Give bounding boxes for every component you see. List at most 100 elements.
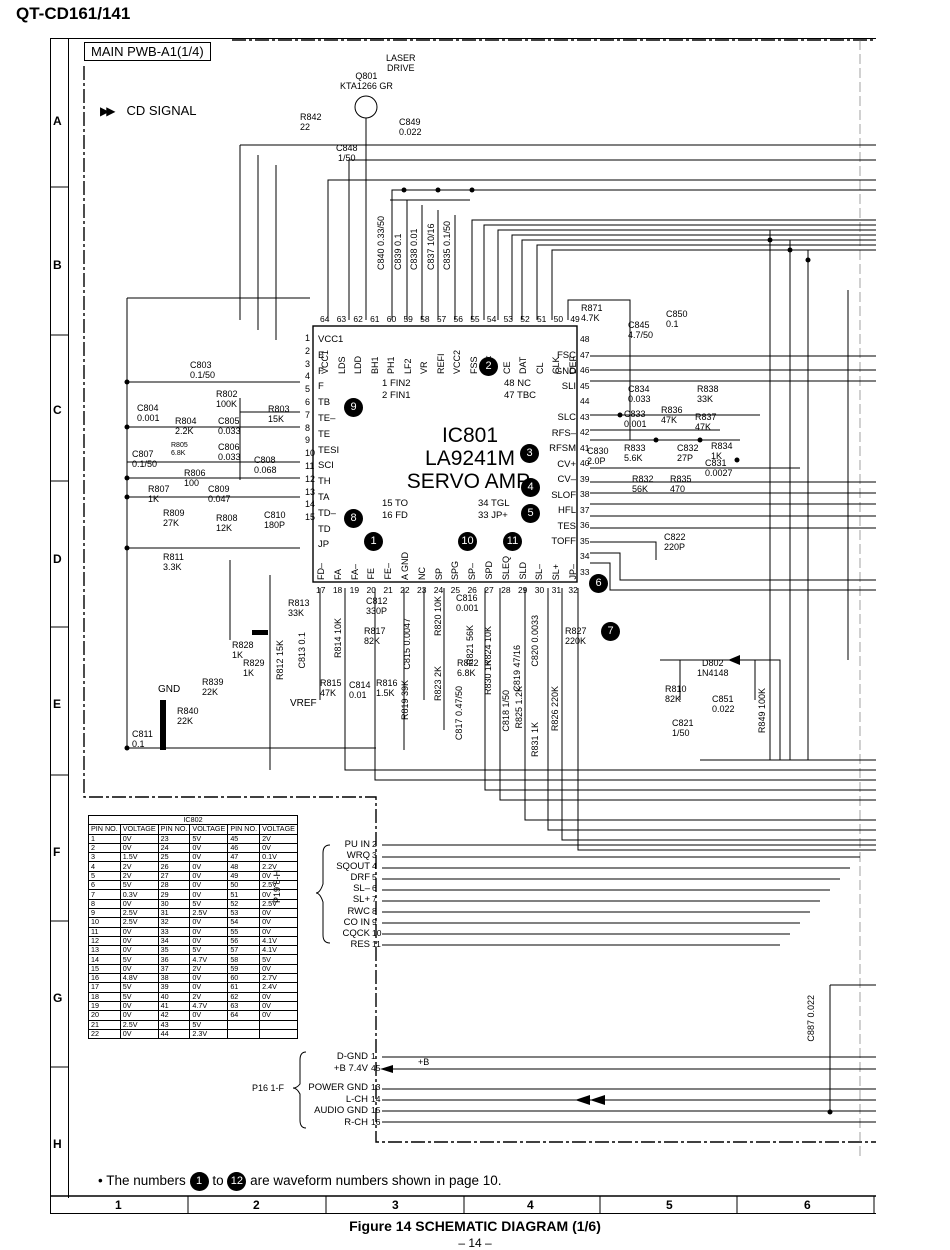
c816-ref: C816 xyxy=(456,593,478,603)
c845-ref: C845 xyxy=(628,320,650,330)
r825-ref: R825 xyxy=(514,707,524,729)
col-number-3: 3 xyxy=(392,1198,399,1212)
row-letter-d: D xyxy=(53,552,62,566)
connector-p19-name: P19 8-H xyxy=(272,870,282,904)
table-cell: 49 xyxy=(227,870,261,882)
c887-value: 0.022 xyxy=(806,995,816,1018)
pin-num: 49 xyxy=(570,314,580,324)
ic-part-number: LA9241M xyxy=(425,447,515,470)
p16-pin-num: 1 xyxy=(371,1051,376,1061)
p19-pin-num: 6 xyxy=(372,883,377,894)
waveform-marker-11: 11 xyxy=(503,532,522,551)
table-cell xyxy=(259,1019,298,1030)
c848-value: 1/50 xyxy=(337,153,356,163)
table-cell: 4.7V xyxy=(189,954,229,965)
waveform-marker-2: 2 xyxy=(479,357,498,376)
c805-ref: C805 xyxy=(218,416,240,426)
r806-ref: R806 xyxy=(184,468,206,478)
pin-num: 64 xyxy=(320,314,330,324)
p19-pin-name: SL– xyxy=(353,883,370,895)
table-cell: 7 xyxy=(88,889,121,900)
inner-pin-name: FD xyxy=(395,510,408,521)
r840-value: 22K xyxy=(177,716,194,726)
pin-num: 35 xyxy=(580,535,590,546)
table-cell: 1.5V xyxy=(119,852,159,863)
p19-pin-name: CO IN xyxy=(343,916,370,928)
table-cell: 34 xyxy=(157,935,191,947)
d802-value: 1N4148 xyxy=(697,668,729,678)
c818-ref: C818 xyxy=(501,710,511,732)
r842-value: 22 xyxy=(300,122,311,132)
pin-num: 38 xyxy=(580,489,590,499)
c810-value: 180P xyxy=(264,520,286,530)
c849-value: 0.022 xyxy=(399,127,422,137)
table-cell: 0V xyxy=(119,898,159,909)
r802-value: 100K xyxy=(216,399,238,409)
table-cell: 27 xyxy=(157,870,191,882)
table-cell: 5V xyxy=(189,945,229,956)
r822-value: 6.8K xyxy=(457,668,476,678)
c812-value: 330P xyxy=(366,606,388,616)
pin-num: 33 xyxy=(580,566,590,577)
table-cell: 2.5V xyxy=(119,1019,159,1030)
pin-num: 25 xyxy=(450,585,461,595)
r832-ref: R832 xyxy=(632,474,654,484)
r813-value: 33K xyxy=(288,608,305,618)
r832-value: 56K xyxy=(632,484,649,494)
table-cell: 21 xyxy=(88,1019,121,1030)
c850-value: 0.1 xyxy=(666,319,679,329)
note-marker-last: 12 xyxy=(227,1172,247,1191)
c819-label: C819 47/16 xyxy=(512,645,522,692)
p19-pin-name: PU IN xyxy=(344,839,370,850)
pin-name: SP xyxy=(433,567,444,580)
c840-ref: C840 xyxy=(376,248,386,270)
pin-num: 7 xyxy=(305,409,311,420)
r820-ref: R820 xyxy=(433,614,443,637)
c837-ref: C837 xyxy=(426,248,436,270)
table-cell: 2.7V xyxy=(259,973,298,984)
table-cell: 0V xyxy=(119,1000,159,1012)
inner-pin-name: FIN2 xyxy=(389,378,411,389)
c830-value: 2.0P xyxy=(587,456,606,466)
table-cell: 0V xyxy=(119,945,159,956)
col-number-4: 4 xyxy=(527,1198,534,1212)
pin-name: SLI xyxy=(561,381,576,392)
table-cell: 63 xyxy=(227,1000,261,1012)
c849-ref: C849 xyxy=(399,117,421,127)
p16-pin-num: 16 xyxy=(371,1116,381,1127)
pin-num: 39 xyxy=(580,473,590,484)
table-cell: 56 xyxy=(227,935,261,947)
table-cell: 0V xyxy=(189,1010,229,1021)
c851-value: 0.022 xyxy=(712,704,735,714)
voltage-table: IC802 PIN NO. VOLTAGE PIN NO. VOLTAGE PI… xyxy=(88,814,298,1040)
table-cell: 26 xyxy=(157,861,191,872)
p19-pin-num: 2 xyxy=(372,839,377,849)
pin-name: SPD xyxy=(483,561,494,580)
r821-value: 56K xyxy=(465,625,475,642)
table-cell: 62 xyxy=(227,991,261,1002)
pin-name: SL+ xyxy=(551,563,562,580)
table-cell: 4.7V xyxy=(189,1000,229,1012)
r815-ref: R815 xyxy=(320,678,342,688)
table-cell: 0V xyxy=(119,926,159,937)
c812-ref: C812 xyxy=(366,596,388,606)
pin-num: 51 xyxy=(536,314,547,324)
pin-name: FA xyxy=(332,568,343,580)
c810-ref: C810 xyxy=(264,510,286,520)
p19-pin-name: SL+ xyxy=(352,894,370,906)
col-header: PIN NO. xyxy=(88,824,121,835)
